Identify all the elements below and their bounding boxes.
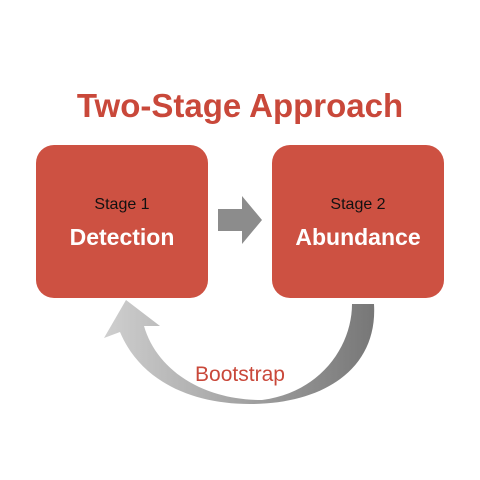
stage-1-name: Detection xyxy=(69,224,175,250)
stage-2-box: Stage 2 Abundance xyxy=(272,145,444,298)
stage-2-label: Stage 2 xyxy=(330,196,386,213)
diagram-title: Two-Stage Approach xyxy=(76,87,404,124)
stage-1-box: Stage 1 Detection xyxy=(36,145,208,298)
stage-1-label: Stage 1 xyxy=(94,196,150,213)
stage-2-name: Abundance xyxy=(295,224,421,250)
forward-arrow-shape xyxy=(218,196,262,244)
bootstrap-label: Bootstrap xyxy=(195,363,285,386)
forward-arrow-icon xyxy=(218,196,262,244)
bootstrap-loop-arrow-shape xyxy=(104,300,375,404)
